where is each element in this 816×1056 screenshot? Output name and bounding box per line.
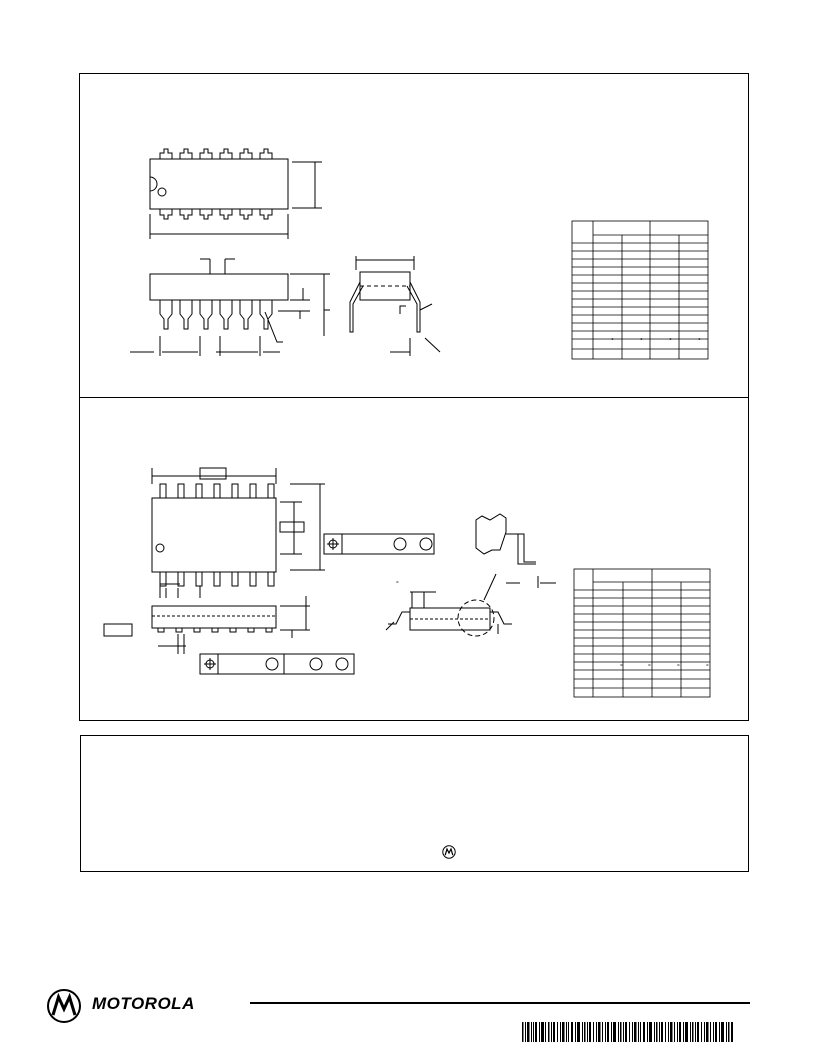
dip-package-panel: ° ° ° ° [79,73,749,398]
soic-pin1-marker [155,543,165,553]
brand-wordmark: MOTOROLA [92,994,195,1013]
soic-side-leads [157,628,273,633]
dip-outline-drawing [130,148,441,356]
soic-angle-mark: ° [396,581,399,588]
notice-motorola-logo-icon [442,845,456,859]
soic-table-degree-4: ° [706,664,709,671]
notice-panel [80,735,749,872]
soic-datum-bar-2 [199,653,355,675]
soic-package-panel: ° ° ° ° ° [79,397,749,721]
dip-table-degree-2: ° [640,338,643,345]
soic-table-degree-3: ° [677,664,680,671]
dip-side-leads [159,300,273,330]
footer-rule [250,1002,750,1004]
dip-top-pins [159,148,273,220]
barcode-icon [522,1022,733,1042]
soic-side-view-body [151,605,277,629]
dip-table-degree-4: ° [698,338,701,345]
pin1-marker [157,187,167,197]
dip-dimension-table [571,220,709,360]
soic-dimension-table [573,568,711,698]
soic-table-degree-2: ° [648,664,651,671]
soic-lead-detail [475,513,507,555]
dip-table-degree-3: ° [669,338,672,345]
dip-table-degree-1: ° [611,338,614,345]
soic-outline-drawing [103,467,556,675]
motorola-logo-icon [47,989,81,1023]
soic-top-view-body [151,497,277,573]
soic-table-degree-1: ° [620,664,623,671]
dip-top-view-body [149,158,289,210]
soic-top-pins [159,483,275,587]
soic-datum-bar-1 [323,533,435,555]
dip-side-view-body [149,273,289,301]
